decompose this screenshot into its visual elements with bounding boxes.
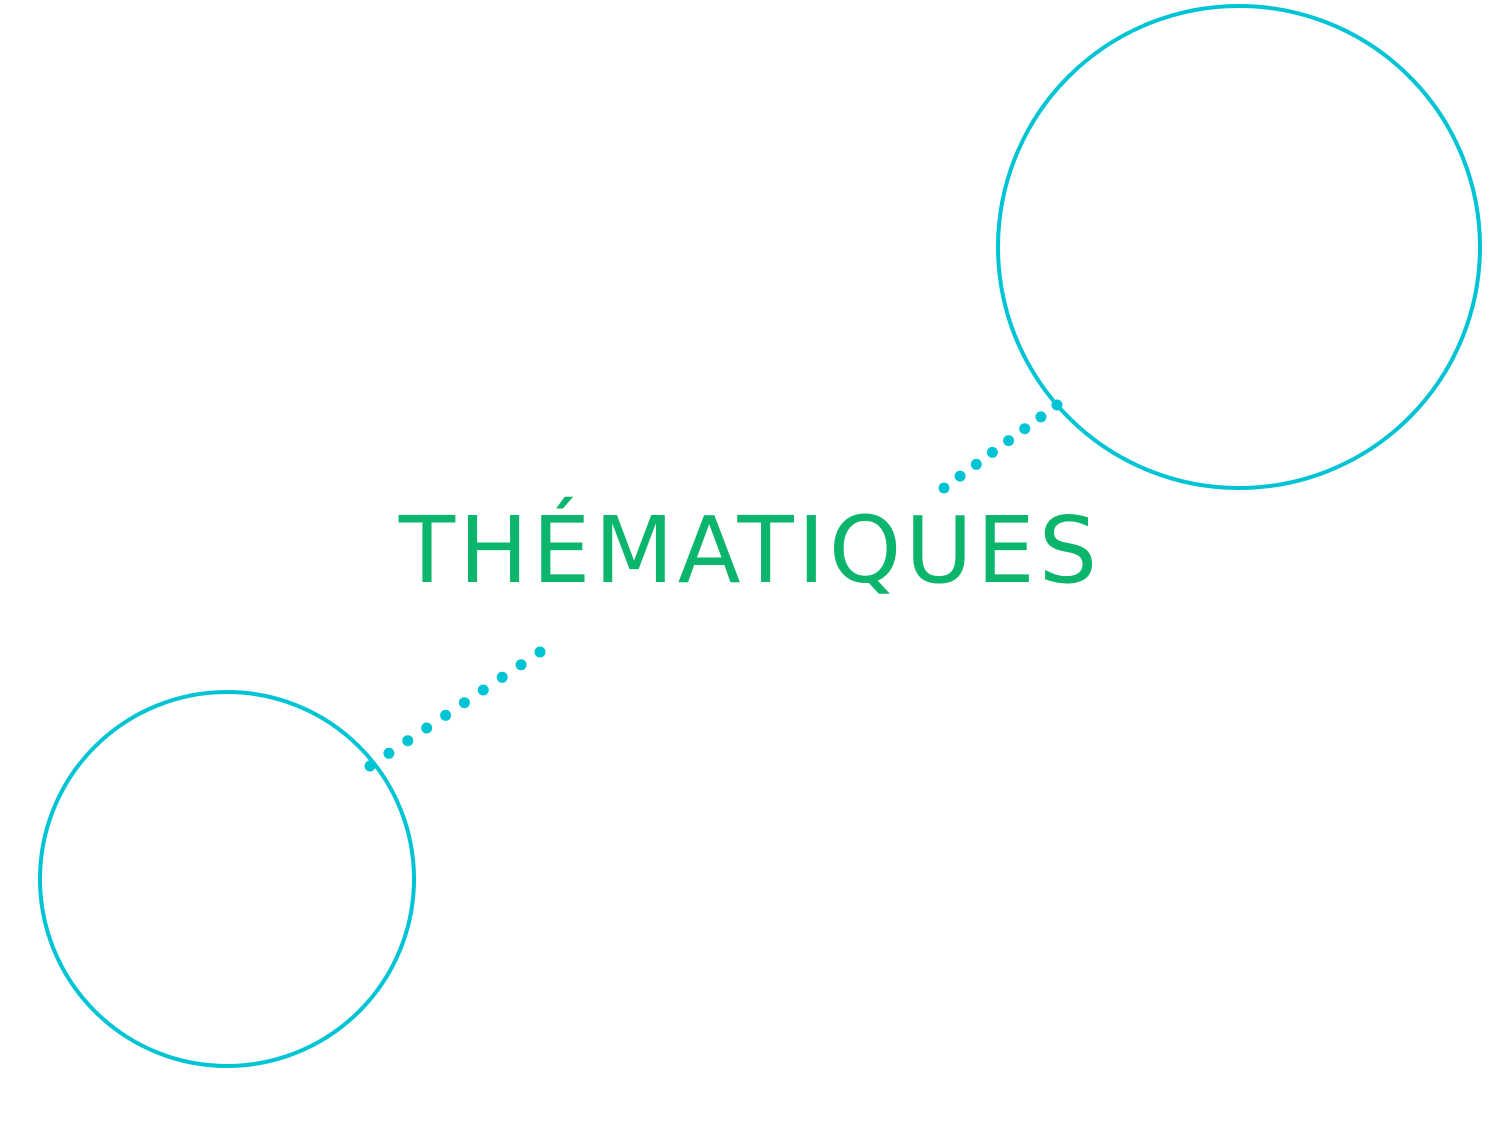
connector-dot (364, 760, 376, 772)
connector-dot (970, 458, 982, 470)
connector-dot (1051, 399, 1063, 411)
connector-dot (440, 709, 452, 721)
connector-dot (458, 697, 470, 709)
connector-dot (938, 482, 950, 494)
dotted-connector-upper (938, 399, 1063, 494)
connector-dot (515, 659, 527, 671)
large-circle (996, 4, 1482, 490)
dotted-connector-lower (364, 646, 546, 772)
connector-dot (402, 735, 414, 747)
small-circle (38, 690, 416, 1068)
connector-dot (1019, 423, 1031, 435)
connector-dot (421, 722, 433, 734)
connector-dot (383, 747, 395, 759)
connector-dot (534, 646, 546, 658)
connector-dot (986, 446, 998, 458)
connector-dot (1035, 411, 1047, 423)
connector-dot (954, 470, 966, 482)
connector-dot (477, 684, 489, 696)
connector-dot (496, 671, 508, 683)
connector-dot (1003, 435, 1015, 447)
page-title: THÉMATIQUES (398, 497, 1102, 604)
